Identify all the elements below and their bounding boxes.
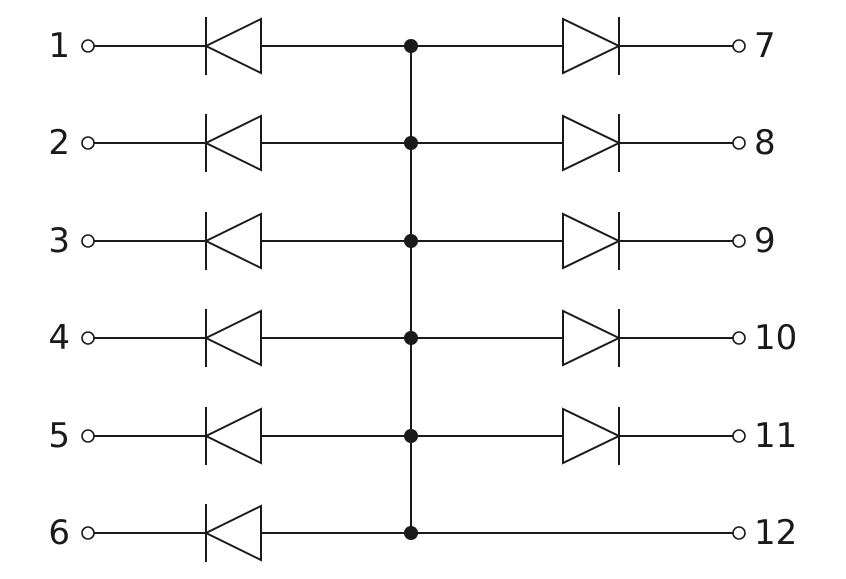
right-pin-label: 12: [754, 513, 797, 553]
right-pin-label: 9: [754, 221, 776, 261]
right-pin-label: 7: [754, 26, 776, 66]
right-pin-label: 10: [754, 318, 797, 358]
right-diode-symbol: [562, 114, 622, 172]
left-diode-symbol: [203, 17, 262, 75]
circuit-row: 5 11: [48, 407, 797, 465]
left-diode-symbol: [203, 114, 262, 172]
junction-dot: [404, 331, 418, 345]
right-pin-label: 11: [754, 416, 797, 456]
right-diode-symbol: [562, 212, 622, 270]
left-terminal: [81, 234, 95, 248]
left-pin-label: 5: [48, 416, 70, 456]
right-terminal: [732, 526, 746, 540]
left-terminal: [81, 136, 95, 150]
left-terminal: [81, 39, 95, 53]
right-diode-symbol: [562, 17, 622, 75]
right-terminal: [732, 331, 746, 345]
left-terminal: [81, 526, 95, 540]
right-terminal: [732, 429, 746, 443]
junction-dot: [404, 429, 418, 443]
left-diode-symbol: [203, 212, 262, 270]
left-pin-label: 2: [48, 123, 70, 163]
junction-dot: [404, 136, 418, 150]
junction-dot: [404, 234, 418, 248]
junction-dot: [404, 39, 418, 53]
left-pin-label: 6: [48, 513, 70, 553]
left-pin-label: 3: [48, 221, 70, 261]
left-terminal: [81, 331, 95, 345]
left-diode-symbol: [203, 407, 262, 465]
right-terminal: [732, 234, 746, 248]
left-pin-label: 1: [48, 26, 70, 66]
right-diode-symbol: [562, 309, 622, 367]
left-pin-label: 4: [48, 318, 70, 358]
circuit-row: 4 10: [48, 309, 797, 367]
left-diode-symbol: [203, 309, 262, 367]
right-diode-symbol: [562, 407, 622, 465]
right-terminal: [732, 39, 746, 53]
right-pin-label: 8: [754, 123, 776, 163]
left-terminal: [81, 429, 95, 443]
junction-dot: [404, 526, 418, 540]
right-terminal: [732, 136, 746, 150]
circuit-row: 6 12: [48, 504, 797, 562]
left-diode-symbol: [203, 504, 262, 562]
